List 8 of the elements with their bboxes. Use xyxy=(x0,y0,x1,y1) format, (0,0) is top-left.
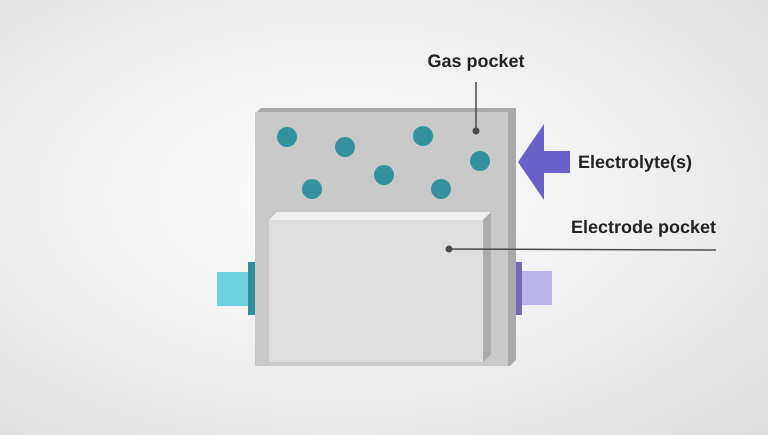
leader-line xyxy=(446,246,716,252)
block-arrow xyxy=(518,124,570,200)
battery-pouch xyxy=(255,108,516,366)
electrode-stack xyxy=(269,212,491,362)
callout-label: Gas pocket xyxy=(426,50,526,73)
leader-line xyxy=(472,82,480,134)
callout-label: Electrolyte(s) xyxy=(578,151,694,174)
callout-label: Electrode pocket xyxy=(570,216,716,239)
